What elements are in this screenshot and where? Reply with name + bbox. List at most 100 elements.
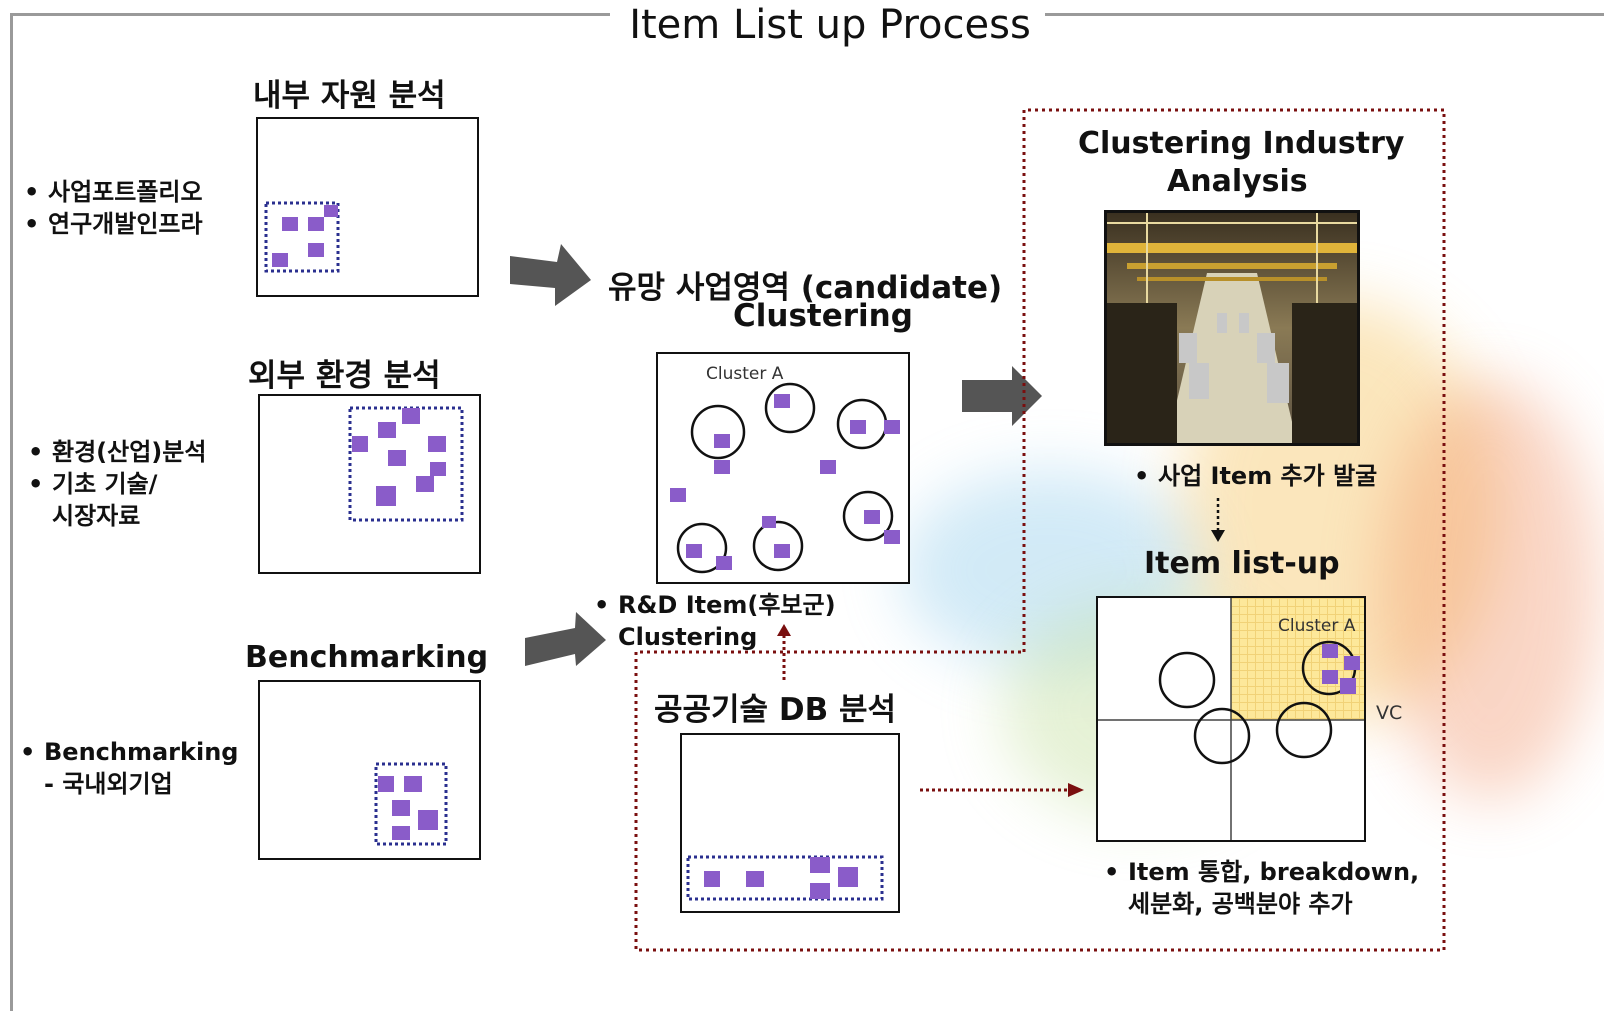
bullet-item: 연구개발인프라	[24, 208, 203, 240]
item-square	[308, 217, 324, 231]
public-db-box	[680, 733, 900, 913]
item-square	[884, 420, 900, 434]
item-square	[1340, 678, 1356, 694]
bullet-subitem: - 국내외기업	[44, 770, 173, 798]
item-square	[376, 486, 396, 506]
benchmarking-squares	[374, 762, 448, 846]
factory-photo	[1104, 210, 1360, 446]
candidate-heading-line1: 유망 사업영역 (candidate)	[608, 270, 1003, 306]
item-square	[716, 556, 732, 570]
cluster-circle	[1275, 701, 1333, 759]
highlight-quadrant	[1231, 598, 1364, 720]
item-square	[272, 253, 288, 267]
item-square	[1322, 670, 1338, 684]
item-square	[810, 857, 830, 873]
item-square	[402, 408, 420, 424]
item-square	[352, 436, 368, 452]
item-square	[1322, 644, 1338, 658]
cluster-circle	[690, 404, 746, 460]
bullet-continuation: 시장자료	[52, 502, 141, 530]
external-box	[258, 394, 481, 574]
item-square	[388, 450, 406, 466]
bullet-item: Item 통합, breakdown,	[1104, 856, 1419, 888]
external-squares	[348, 406, 464, 522]
cluster-circle	[842, 490, 894, 542]
item-square	[774, 394, 790, 408]
item-square	[838, 867, 858, 887]
public-db-heading: 공공기술 DB 분석	[654, 692, 897, 728]
benchmarking-bullets: Benchmarking - 국내외기업	[20, 736, 238, 800]
item-listup-heading: Item list-up	[1144, 546, 1340, 581]
cluster-circle	[752, 520, 804, 572]
item-square	[308, 243, 324, 257]
item-square	[392, 800, 410, 816]
background-decoration	[1380, 380, 1600, 800]
item-square	[810, 883, 830, 899]
cluster-circle	[1193, 707, 1251, 765]
internal-bullets: 사업포트폴리오 연구개발인프라	[24, 176, 203, 240]
frame-top-right	[1045, 13, 1604, 16]
rd-item-bullets: R&D Item(후보군) Clustering	[594, 589, 836, 653]
item-square	[282, 217, 298, 231]
item-square	[714, 460, 730, 474]
bullet-item: 사업포트폴리오	[24, 176, 203, 208]
dashed-arrow-right	[920, 783, 1084, 797]
bullet-item: Benchmarking	[20, 736, 238, 768]
item-square	[430, 462, 446, 476]
factory-image	[1107, 213, 1357, 443]
internal-heading: 내부 자원 분석	[253, 78, 446, 114]
arrow-right-gray	[510, 244, 591, 306]
clustering-plot	[670, 382, 900, 574]
cluster-a-label: Cluster A	[706, 364, 784, 384]
bullet-item: 기초 기술/	[28, 468, 206, 500]
item-square	[686, 544, 702, 558]
item-square	[884, 530, 900, 544]
item-square	[324, 205, 338, 217]
bullet-continuation: Clustering	[618, 623, 758, 651]
bullet-item: R&D Item(후보군)	[594, 589, 836, 621]
cluster-circle	[764, 382, 816, 434]
public-db-squares	[686, 855, 884, 901]
quadrant-cluster-a-label: Cluster A	[1278, 616, 1356, 636]
item-square	[392, 826, 410, 840]
listup-bottom-text: Item 통합, breakdown, 세분화, 공백분야 추가	[1104, 856, 1419, 920]
candidate-heading-line2: Clustering	[733, 298, 913, 334]
page-title: Item List up Process	[620, 0, 1040, 52]
industry-heading-line1: Clustering Industry	[1078, 126, 1405, 161]
item-square	[404, 776, 422, 792]
bullet-continuation: 세분화, 공백분야 추가	[1128, 890, 1353, 918]
frame-left	[10, 13, 13, 1011]
dashed-arrow-up	[777, 624, 791, 680]
item-square	[762, 516, 776, 528]
arrow-right-gray	[525, 612, 606, 666]
item-square	[864, 510, 880, 524]
item-square	[850, 420, 866, 434]
item-square	[774, 544, 790, 558]
frame-top-left	[10, 13, 610, 16]
vc-label: VC	[1376, 702, 1403, 724]
item-square	[428, 436, 446, 452]
arrow-right-gray	[962, 366, 1042, 426]
cluster-circle	[1158, 651, 1216, 709]
internal-squares	[264, 201, 340, 273]
cluster-circle	[676, 522, 728, 574]
quadrant-plot	[1098, 598, 1364, 840]
item-square	[714, 434, 730, 448]
item-square	[416, 476, 434, 492]
benchmarking-heading: Benchmarking	[245, 640, 489, 675]
internal-box	[256, 117, 479, 297]
item-square	[378, 422, 396, 438]
bullet-item: 사업 Item 추가 발굴	[1134, 460, 1377, 492]
item-square	[746, 871, 764, 887]
clustering-box: Cluster A	[656, 352, 910, 584]
bullet-item: 환경(산업)분석	[28, 436, 206, 468]
item-square	[704, 871, 720, 887]
item-square	[418, 810, 438, 830]
benchmarking-box	[258, 680, 481, 860]
item-square	[670, 488, 686, 502]
dotted-arrow-down	[1211, 498, 1225, 542]
external-bullets: 환경(산업)분석 기초 기술/ 시장자료	[28, 436, 206, 532]
item-square	[378, 776, 394, 792]
industry-heading-line2: Analysis	[1167, 164, 1308, 199]
